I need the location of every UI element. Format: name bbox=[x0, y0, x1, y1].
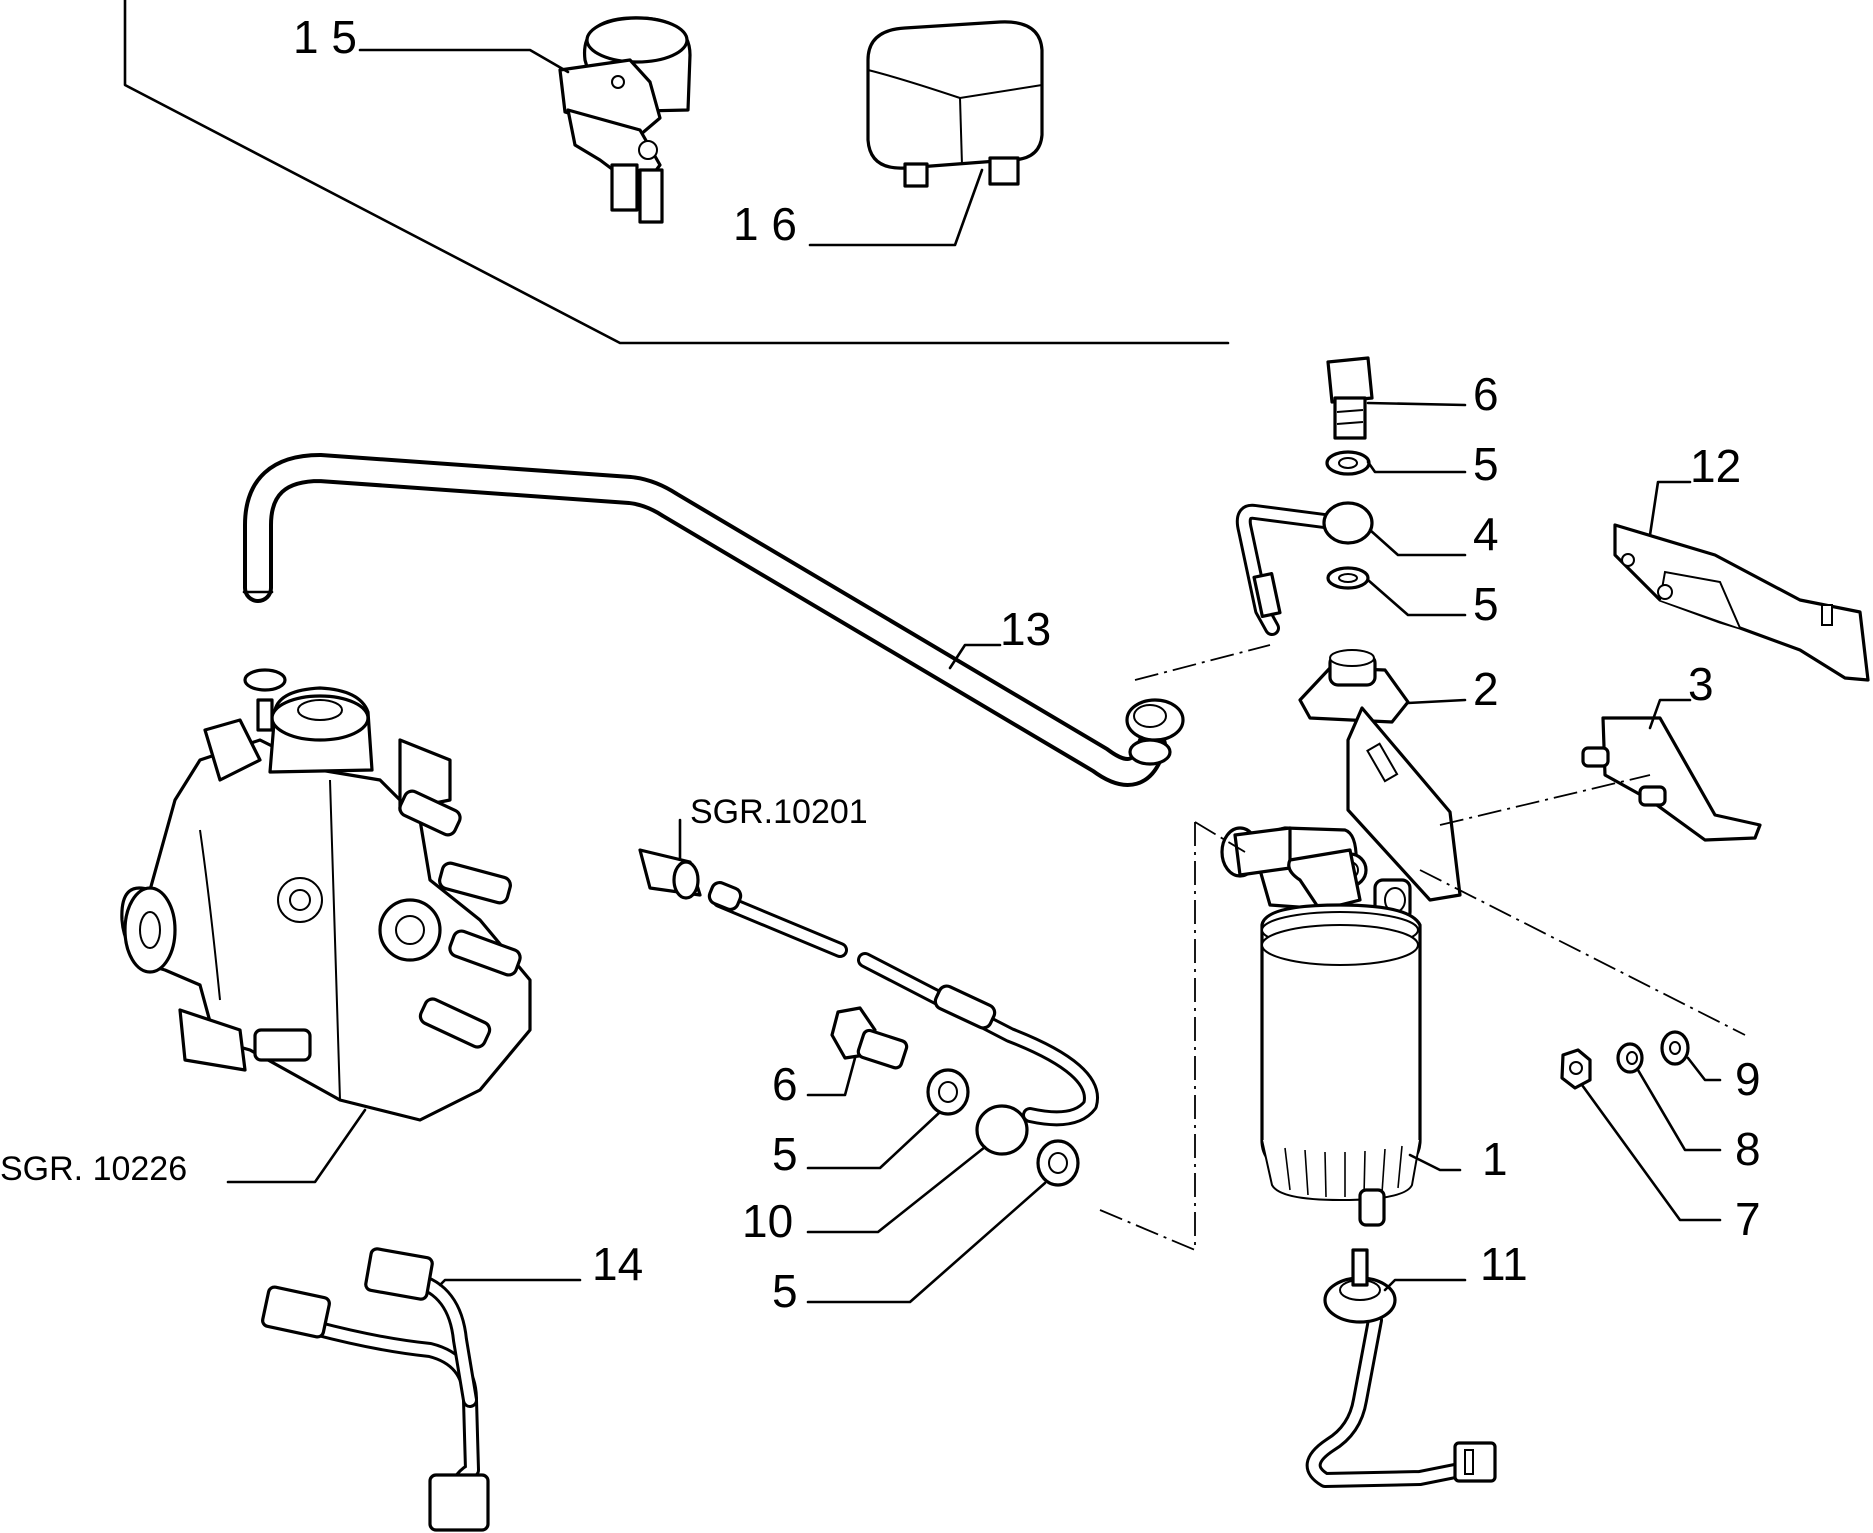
label-9: 9 bbox=[1735, 1053, 1761, 1105]
part-13-fuel-hose bbox=[242, 453, 1167, 787]
label-5-top-a: 5 bbox=[1473, 438, 1499, 490]
leader-1 bbox=[1408, 1153, 1462, 1172]
leader-5-lower-a bbox=[806, 1110, 942, 1170]
label-8: 8 bbox=[1735, 1123, 1761, 1175]
return-pipe-assembly bbox=[638, 848, 1099, 1127]
leader-5-lower-b bbox=[806, 1181, 1047, 1304]
part-15-pressure-switch bbox=[558, 16, 692, 224]
assembly-line-right bbox=[1419, 869, 1746, 1036]
label-3: 3 bbox=[1688, 658, 1714, 710]
leader-5-top-b bbox=[1366, 578, 1467, 617]
leader-15 bbox=[358, 48, 570, 74]
leader-16 bbox=[808, 168, 984, 247]
hose-clamp bbox=[1125, 698, 1185, 766]
part-2-filter-adapter bbox=[1298, 649, 1410, 724]
part-1-fuel-filter bbox=[1220, 706, 1462, 1227]
label-16: 1 6 bbox=[733, 198, 797, 250]
leader-3 bbox=[1648, 698, 1692, 730]
label-6-top: 6 bbox=[1473, 368, 1499, 420]
part-11-water-sensor bbox=[1305, 1248, 1497, 1488]
label-11: 11 bbox=[1480, 1238, 1528, 1290]
injection-pump bbox=[120, 668, 532, 1122]
label-2: 2 bbox=[1473, 663, 1499, 715]
leader-5-top-a bbox=[1366, 460, 1467, 474]
part-8-spring-washer bbox=[1616, 1042, 1644, 1074]
ref-sgr-10226: SGR. 10226 bbox=[0, 1150, 187, 1188]
label-4: 4 bbox=[1473, 508, 1499, 560]
part-7-nut bbox=[1560, 1048, 1592, 1090]
leader-14 bbox=[438, 1278, 582, 1287]
leader-9 bbox=[1686, 1056, 1722, 1082]
part-9-washer bbox=[1660, 1030, 1690, 1066]
label-5-lower-b: 5 bbox=[772, 1265, 798, 1317]
leader-6-lower bbox=[806, 1056, 857, 1097]
leader-4 bbox=[1368, 528, 1467, 557]
leader-sgr-10226 bbox=[226, 1108, 367, 1184]
leader-8 bbox=[1636, 1068, 1722, 1152]
label-12: 12 bbox=[1690, 440, 1741, 492]
section-divider-line bbox=[123, 0, 1230, 345]
label-10: 10 bbox=[742, 1195, 793, 1247]
ref-sgr-10201: SGR.10201 bbox=[690, 793, 868, 831]
label-13: 13 bbox=[1000, 603, 1051, 655]
label-14: 14 bbox=[592, 1238, 643, 1290]
part-6-banjo-bolt-top bbox=[1326, 356, 1374, 440]
label-6-lower: 6 bbox=[772, 1058, 798, 1110]
leader-7 bbox=[1580, 1083, 1722, 1222]
leader-10 bbox=[806, 1145, 987, 1234]
part-6-banjo-bolt-lower bbox=[830, 1006, 909, 1070]
leader-13 bbox=[948, 643, 1002, 670]
part-16-relay bbox=[866, 20, 1044, 188]
leader-6-top bbox=[1366, 401, 1467, 407]
leader-11 bbox=[1383, 1278, 1467, 1292]
label-5-lower-a: 5 bbox=[772, 1128, 798, 1180]
leader-12 bbox=[1648, 480, 1692, 537]
label-1: 1 bbox=[1482, 1133, 1508, 1185]
part-3-bracket-plate bbox=[1581, 716, 1762, 842]
part-14-wiring-harness bbox=[261, 1247, 490, 1532]
leader-2 bbox=[1406, 698, 1467, 705]
part-4-fuel-pipe bbox=[1235, 501, 1374, 636]
label-5-top-b: 5 bbox=[1473, 578, 1499, 630]
label-7: 7 bbox=[1735, 1193, 1761, 1245]
label-15: 1 5 bbox=[293, 11, 357, 63]
part-10-pipe-eye bbox=[975, 1104, 1029, 1156]
part-12-bracket bbox=[1613, 523, 1870, 682]
